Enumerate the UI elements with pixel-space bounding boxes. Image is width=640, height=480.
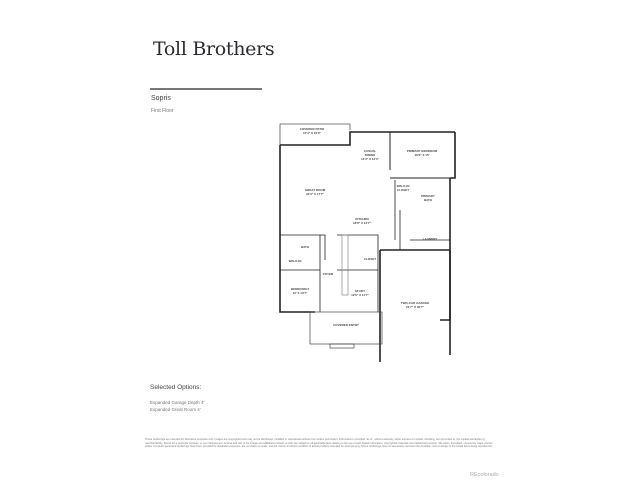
svg-text:GREAT ROOM: GREAT ROOM (305, 188, 326, 192)
svg-text:COVERED ENTRY: COVERED ENTRY (333, 323, 359, 327)
svg-text:PRIMARY: PRIMARY (421, 194, 435, 198)
svg-text:STUDY: STUDY (355, 289, 365, 293)
watermark: REcolorado (470, 472, 499, 478)
plan-floor: First Floor (151, 108, 174, 114)
svg-text:21'7" X 30'7": 21'7" X 30'7" (406, 305, 425, 309)
svg-text:24'3" X 17'7": 24'3" X 17'7" (306, 192, 325, 196)
option-item: Expanded Great Room 4' (150, 407, 201, 412)
svg-text:16'0" X 15': 16'0" X 15' (415, 153, 430, 157)
svg-text:CASUAL: CASUAL (364, 149, 377, 153)
svg-text:12'6" X 11'7": 12'6" X 11'7" (351, 293, 369, 297)
svg-text:CLOSET: CLOSET (364, 257, 376, 261)
svg-text:TWO-CAR GARAGE: TWO-CAR GARAGE (401, 301, 430, 305)
svg-text:CLOSET: CLOSET (397, 188, 409, 192)
header-divider (150, 88, 262, 90)
svg-text:FOYER: FOYER (323, 272, 334, 276)
selected-options-title: Selected Options: (150, 384, 202, 391)
svg-text:15'4" X 10'0": 15'4" X 10'0" (303, 131, 322, 135)
option-item: Expanded Garage Depth 4' (150, 400, 205, 405)
svg-text:WALK-IN: WALK-IN (397, 184, 410, 188)
svg-text:COVERED PATIO: COVERED PATIO (300, 127, 325, 131)
svg-text:WALK-IN: WALK-IN (289, 259, 302, 263)
svg-text:KITCHEN: KITCHEN (355, 217, 368, 221)
svg-text:PRIMARY BEDROOM: PRIMARY BEDROOM (407, 149, 438, 153)
plan-name: Sopris (151, 95, 171, 102)
svg-text:12' X 13'7": 12' X 13'7" (293, 291, 308, 295)
floor-plan: COVERED PATIO 15'4" X 10'0" CASUAL DININ… (279, 123, 456, 362)
svg-text:LAUNDRY: LAUNDRY (423, 237, 438, 241)
svg-text:18'8" X 12'7": 18'8" X 12'7" (353, 221, 372, 225)
brand-logo: Toll Brothers (153, 38, 275, 60)
svg-text:14'3" X 12'4": 14'3" X 12'4" (361, 157, 380, 161)
svg-text:DINING: DINING (365, 153, 376, 157)
svg-text:BEDROOM 2: BEDROOM 2 (291, 287, 310, 291)
svg-text:BATH: BATH (301, 245, 309, 249)
svg-text:BATH: BATH (424, 198, 432, 202)
disclaimer-text: These renderings are intended for illust… (145, 438, 493, 449)
